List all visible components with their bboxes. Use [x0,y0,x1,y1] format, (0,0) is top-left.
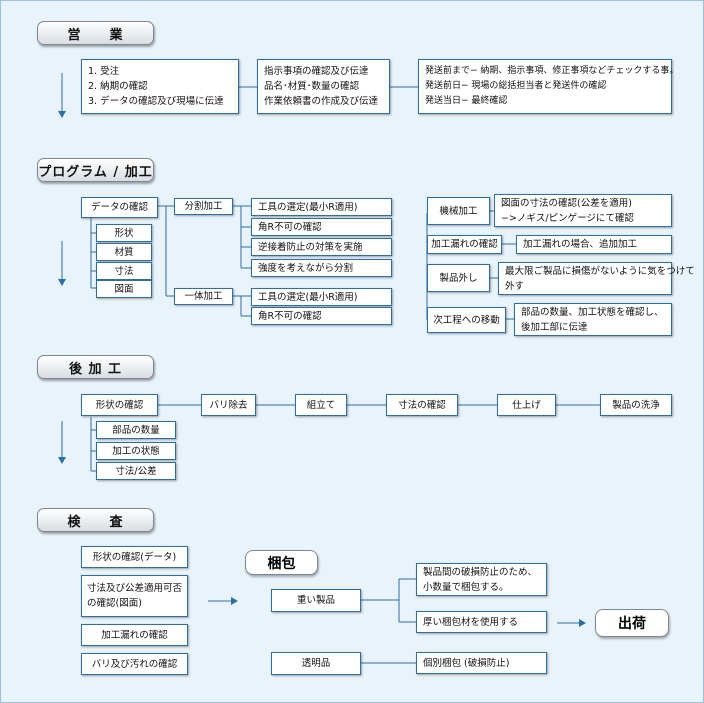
product-removal-note: 最大限ご製品に損傷がないように気をつけて外す [498,262,695,295]
product-removal-box: 製品外し [427,264,490,292]
sales-step-instructions: 指示事項の確認及び伝達品名･材質･数量の確認作業依頼書の作成及び伝達 [257,59,390,114]
inspect-shape-check: 形状の確認(データ) [81,546,188,568]
post-step-assembly: 組立て [295,394,347,416]
post-sub-quantity: 部品の数量 [96,421,176,439]
leak-check-note: 加工漏れの場合、追加加工 [516,235,672,254]
post-step-finish: 仕上げ [497,394,556,416]
heavy-note-small-quantity: 製品間の破損防止のため、小数量で梱包する。 [416,563,547,596]
post-step-wash: 製品の洗浄 [600,394,672,416]
sales-step-shipping-check: 発送前まで− 納期、指示事項、修正事項などチェックする事。発送前日− 現場の総括… [418,59,678,114]
post-sub-tolerance: 寸法/公差 [96,462,176,480]
section-header-post: 後 加 工 [37,355,154,379]
data-check-box: データの確認 [81,197,158,218]
single-processing-box: 一体加工 [174,288,233,305]
heavy-product-box: 重い製品 [271,589,361,612]
packing-label: 梱包 [245,550,318,575]
split-item-adhesion: 逆接着防止の対策を実施 [251,238,392,256]
next-process-box: 次工程への移動 [427,307,506,333]
inspect-burr-dirt-check: バリ及び汚れの確認 [81,653,188,675]
heavy-note-thick-material: 厚い梱包材を使用する [416,611,547,633]
data-item-drawing: 図面 [96,280,152,298]
single-item-tool: 工具の選定(最小R適用) [251,288,392,306]
post-step-deburr: バリ除去 [201,394,256,416]
clear-product-note: 個別梱包 (破損防止) [416,652,547,674]
single-item-corner: 角R不可の確認 [251,307,392,325]
data-item-shape: 形状 [96,224,152,242]
split-item-strength: 強度を考えながら分割 [251,259,392,277]
machining-note: 図面の寸法の確認(公差を適用)−>ノギス/ピンゲージにて確認 [494,194,672,227]
leak-check-box: 加工漏れの確認 [427,235,502,254]
inspect-dimension-check: 寸法及び公差適用可否の確認(図面) [81,575,188,617]
split-item-corner: 角R不可の確認 [251,218,392,236]
clear-product-box: 透明品 [271,652,361,675]
data-item-dimension: 寸法 [96,262,152,280]
section-header-sales: 営 業 [37,21,154,45]
split-processing-box: 分割加工 [174,198,233,215]
inspect-leak-check: 加工漏れの確認 [81,624,188,646]
next-process-note: 部品の数量、加工状態を確認し、後加工部に伝達 [514,303,672,336]
section-header-program: プログラム / 加工 [37,158,154,182]
machining-box: 機械加工 [427,197,490,225]
post-sub-state: 加工の状態 [96,442,176,460]
data-item-material: 材質 [96,243,152,261]
shipping-label: 出荷 [595,609,669,637]
post-step-shape-check: 形状の確認 [81,394,158,416]
split-item-tool: 工具の選定(最小R適用) [251,198,392,216]
section-header-inspect: 検 査 [37,508,154,532]
post-step-dimension-check: 寸法の確認 [386,394,458,416]
